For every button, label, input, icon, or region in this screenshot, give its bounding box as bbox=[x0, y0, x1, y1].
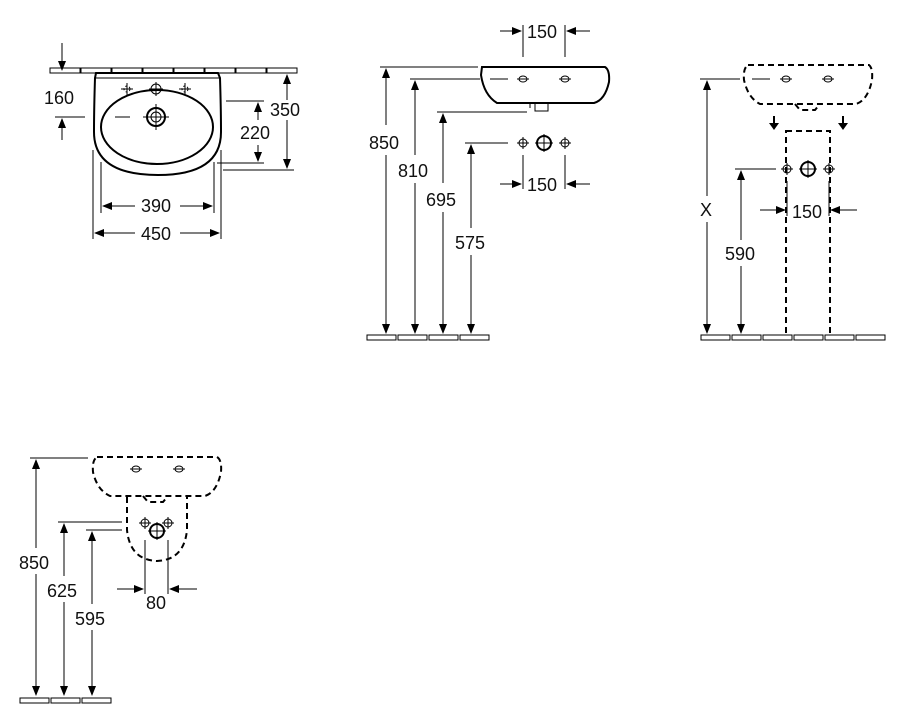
dim-160: 160 bbox=[44, 88, 74, 108]
dim-810: 810 bbox=[398, 161, 428, 181]
dim-595: 595 bbox=[75, 609, 105, 629]
dim-350: 350 bbox=[270, 100, 300, 120]
dim-450: 450 bbox=[141, 224, 171, 244]
basin-outline bbox=[92, 72, 223, 177]
dim-850-semi: 850 bbox=[19, 553, 49, 573]
dim-150-pedestal: 150 bbox=[792, 202, 822, 222]
semi-pedestal-view: 80 850 625 595 bbox=[19, 456, 223, 704]
dim-695: 695 bbox=[426, 190, 456, 210]
dim-850: 850 bbox=[369, 133, 399, 153]
dim-x: X bbox=[700, 200, 712, 220]
supply-connections-icon bbox=[517, 134, 571, 152]
floor-strip bbox=[366, 334, 490, 341]
tap-hole-icon bbox=[121, 82, 191, 96]
dim-575: 575 bbox=[455, 233, 485, 253]
dim-220: 220 bbox=[240, 123, 270, 143]
pedestal-view: 150 X 590 bbox=[700, 64, 886, 341]
side-view-wall: 150 150 850 810 695 bbox=[366, 22, 611, 341]
dim-150-bottom: 150 bbox=[527, 175, 557, 195]
top-view: 160 220 350 390 450 bbox=[44, 43, 300, 244]
supply-connections-icon bbox=[139, 517, 174, 540]
semi-pedestal-dashed-outline bbox=[126, 497, 188, 563]
supply-connections-icon bbox=[781, 160, 835, 178]
dim-150-top: 150 bbox=[527, 22, 557, 42]
basin-dashed-outline bbox=[91, 456, 223, 497]
floor-strip bbox=[700, 334, 886, 341]
dim-390: 390 bbox=[141, 196, 171, 216]
floor-strip bbox=[19, 697, 112, 704]
drain-icon bbox=[143, 104, 169, 130]
dim-590: 590 bbox=[725, 244, 755, 264]
dim-80: 80 bbox=[146, 593, 166, 613]
basin-dashed-outline bbox=[742, 64, 874, 105]
bowl-outline bbox=[100, 89, 214, 165]
dim-625: 625 bbox=[47, 581, 77, 601]
arrow-down-icon bbox=[769, 116, 848, 130]
basin-side-outline bbox=[479, 66, 611, 104]
